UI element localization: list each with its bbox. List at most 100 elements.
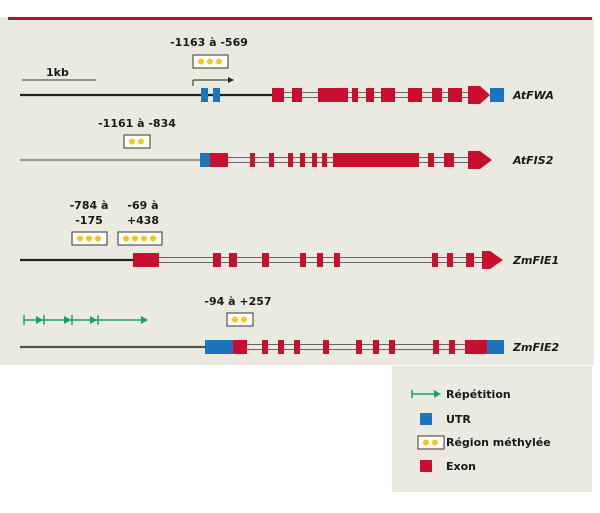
exon-block <box>317 253 323 267</box>
gene-atfis2: -1161 à -834 AtFIS2 <box>20 117 554 169</box>
utr-block <box>487 340 504 354</box>
exon-block <box>381 88 395 102</box>
methylated-region-box <box>417 435 445 450</box>
utr-block <box>205 340 233 354</box>
methyl-dot <box>232 316 238 323</box>
utr-block <box>213 88 220 102</box>
legend-item-exon: Exon <box>420 460 476 473</box>
exon-block <box>288 153 293 167</box>
exon-block <box>312 153 317 167</box>
scale-bar-label: 1kb <box>46 66 69 79</box>
exon-block <box>213 253 221 267</box>
exon-block <box>323 340 329 354</box>
methyl-dot <box>132 235 138 242</box>
exon-block <box>262 340 268 354</box>
gene-label-zmfie1: ZmFIE1 <box>512 254 559 267</box>
methyl-dot <box>207 58 213 65</box>
methylation-range-label: -94 à +257 <box>204 295 271 308</box>
methylated-region-box <box>123 134 151 149</box>
exon-block <box>444 153 454 167</box>
exon-arrow-block <box>468 86 490 104</box>
exon-block <box>250 153 255 167</box>
methylated-box-frame <box>417 435 445 450</box>
gene-label-atfwa: AtFWA <box>512 89 554 102</box>
gene-atfwa: -1163 à -569 AtFWA <box>20 36 554 104</box>
legend-label: Exon <box>446 460 476 473</box>
exon-block <box>292 88 302 102</box>
utr-block <box>490 88 504 102</box>
methyl-dot <box>138 138 144 145</box>
exon-block <box>356 340 362 354</box>
methyl-dot <box>86 235 92 242</box>
methylation-range-label: -784 à <box>70 199 109 212</box>
exon-block <box>272 88 284 102</box>
exon-block <box>449 340 455 354</box>
diagram-panel <box>0 17 594 365</box>
legend-item-methylated: Région méthylée <box>417 435 551 450</box>
exon-block <box>318 88 348 102</box>
exon-arrow-block <box>468 151 492 169</box>
exon-block <box>433 340 439 354</box>
exon-block <box>300 253 306 267</box>
exon-block <box>322 153 327 167</box>
methyl-dot <box>432 439 438 446</box>
methylation-range-label: -1161 à -834 <box>98 117 176 130</box>
methylation-range-label: +438 <box>127 214 159 227</box>
exon-block <box>366 88 374 102</box>
exon-block <box>352 88 358 102</box>
utr-block <box>200 153 210 167</box>
methylated-box-frame <box>117 231 163 246</box>
exon-block <box>133 253 159 267</box>
exon-block <box>448 88 462 102</box>
gene-label-atfis2: AtFIS2 <box>512 154 554 167</box>
utr-block <box>201 88 208 102</box>
gene-label-zmfie2: ZmFIE2 <box>512 341 560 354</box>
exon-block <box>262 253 269 267</box>
repeat-arrows <box>23 315 148 325</box>
legend-item-repeat: Répétition <box>411 388 511 401</box>
methyl-dot <box>198 58 204 65</box>
methylated-region-box <box>117 231 163 246</box>
methyl-dot <box>216 58 222 65</box>
exon-block <box>466 253 474 267</box>
top-accent-rule <box>8 17 592 20</box>
exon-block <box>300 153 305 167</box>
legend-item-utr: UTR <box>420 413 471 426</box>
methyl-dot <box>423 439 429 446</box>
exon-block <box>373 340 379 354</box>
exon-block <box>408 88 422 102</box>
methylation-range-label: -175 <box>75 214 103 227</box>
scale-bar: 1kb <box>22 66 96 81</box>
exon-block <box>432 88 442 102</box>
methyl-dot <box>129 138 135 145</box>
exon-block <box>447 253 453 267</box>
exon-block <box>294 340 300 354</box>
methylation-range-label: -69 à <box>127 199 158 212</box>
methyl-dot <box>123 235 129 242</box>
utr-swatch-icon <box>420 413 432 425</box>
methylation-range-label: -1163 à -569 <box>170 36 248 49</box>
methylated-region-box <box>71 231 108 246</box>
methylated-region-box <box>226 312 254 327</box>
exon-block <box>333 153 419 167</box>
methyl-dot <box>150 235 156 242</box>
methyl-dot <box>95 235 101 242</box>
exon-block <box>428 153 434 167</box>
exon-swatch-icon <box>420 460 432 472</box>
gene-zmfie1: -784 à -175 -69 à +438 ZmFIE1 <box>20 199 559 269</box>
legend: Répétition UTR Région méthylée Exon <box>411 388 551 473</box>
exon-block <box>465 340 487 354</box>
legend-label: Région méthylée <box>446 436 551 449</box>
exon-block <box>334 253 340 267</box>
legend-label: Répétition <box>446 388 511 401</box>
methylated-box-frame <box>226 312 254 327</box>
methyl-dot <box>241 316 247 323</box>
exon-arrow-block <box>482 251 503 269</box>
exon-block <box>210 153 228 167</box>
legend-label: UTR <box>446 413 471 426</box>
exon-block <box>389 340 395 354</box>
exon-block <box>229 253 237 267</box>
exon-block <box>278 340 284 354</box>
gene-zmfie2: -94 à +257 ZmFIE2 <box>20 295 560 354</box>
